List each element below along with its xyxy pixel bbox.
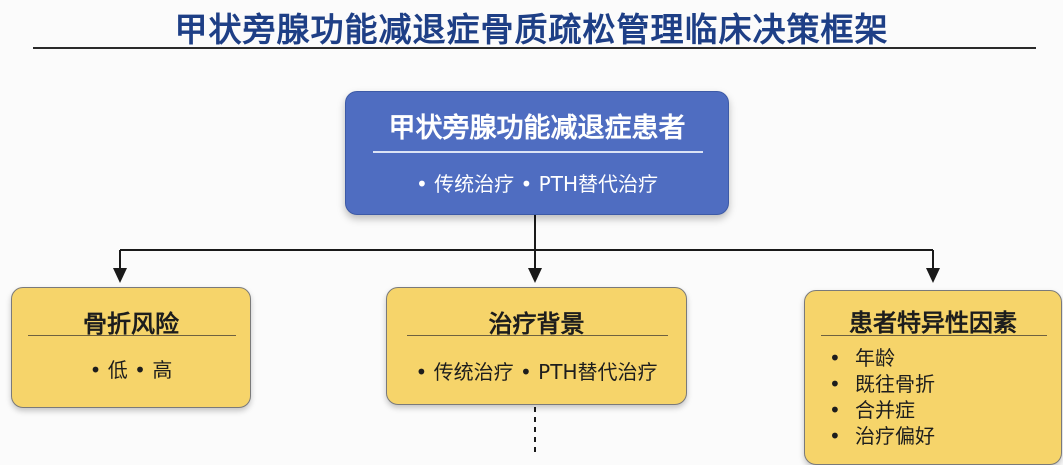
treatment-background-divider (407, 335, 668, 337)
list-item: • 合并症 (829, 397, 935, 423)
list-item: • 既往骨折 (829, 371, 935, 397)
root-node-title: 甲状旁腺功能减退症患者 (388, 113, 686, 144)
list-item: • 治疗偏好 (829, 423, 935, 449)
factor-treatment-preference: 治疗偏好 (855, 424, 935, 448)
bullet-icon: • (829, 372, 841, 396)
root-node-body: • 传统治疗 • PTH替代治疗 (416, 172, 658, 196)
treatment-background-title: 治疗背景 (488, 310, 585, 338)
bullet-icon: • (829, 398, 841, 422)
fracture-risk-body: • 低 • 高 (89, 358, 173, 382)
fracture-risk-title: 骨折风险 (83, 310, 179, 338)
branch-node-patient-factors: 患者特异性因素 • 年龄 • 既往骨折 • 合并症 • 治疗偏好 (804, 290, 1062, 465)
patient-factors-title: 患者特异性因素 (849, 309, 1017, 337)
root-node-divider (373, 151, 703, 153)
bullet-icon: • (829, 346, 841, 370)
title-underline (33, 47, 1036, 49)
branch-node-fracture-risk: 骨折风险 • 低 • 高 (11, 287, 251, 408)
bullet-icon: • (829, 424, 841, 448)
patient-factors-list: • 年龄 • 既往骨折 • 合并症 • 治疗偏好 (829, 345, 935, 449)
arrowhead-left (113, 268, 127, 283)
factor-age: 年龄 (855, 346, 895, 370)
root-node-patient: 甲状旁腺功能减退症患者 • 传统治疗 • PTH替代治疗 (345, 91, 729, 215)
connector-layer (113, 215, 940, 452)
factor-comorbidity: 合并症 (855, 398, 915, 422)
factor-prior-fracture: 既往骨折 (855, 372, 935, 396)
list-item: • 年龄 (829, 345, 935, 371)
diagram-title: 甲状旁腺功能减退症骨质疏松管理临床决策框架 (174, 10, 889, 49)
arrowhead-right (926, 268, 940, 283)
fracture-risk-divider (28, 335, 236, 337)
treatment-background-body: • 传统治疗 • PTH替代治疗 (415, 360, 658, 384)
arrowhead-middle (528, 268, 542, 283)
patient-factors-divider (821, 335, 1047, 337)
branch-node-treatment-background: 治疗背景 • 传统治疗 • PTH替代治疗 (386, 287, 687, 405)
